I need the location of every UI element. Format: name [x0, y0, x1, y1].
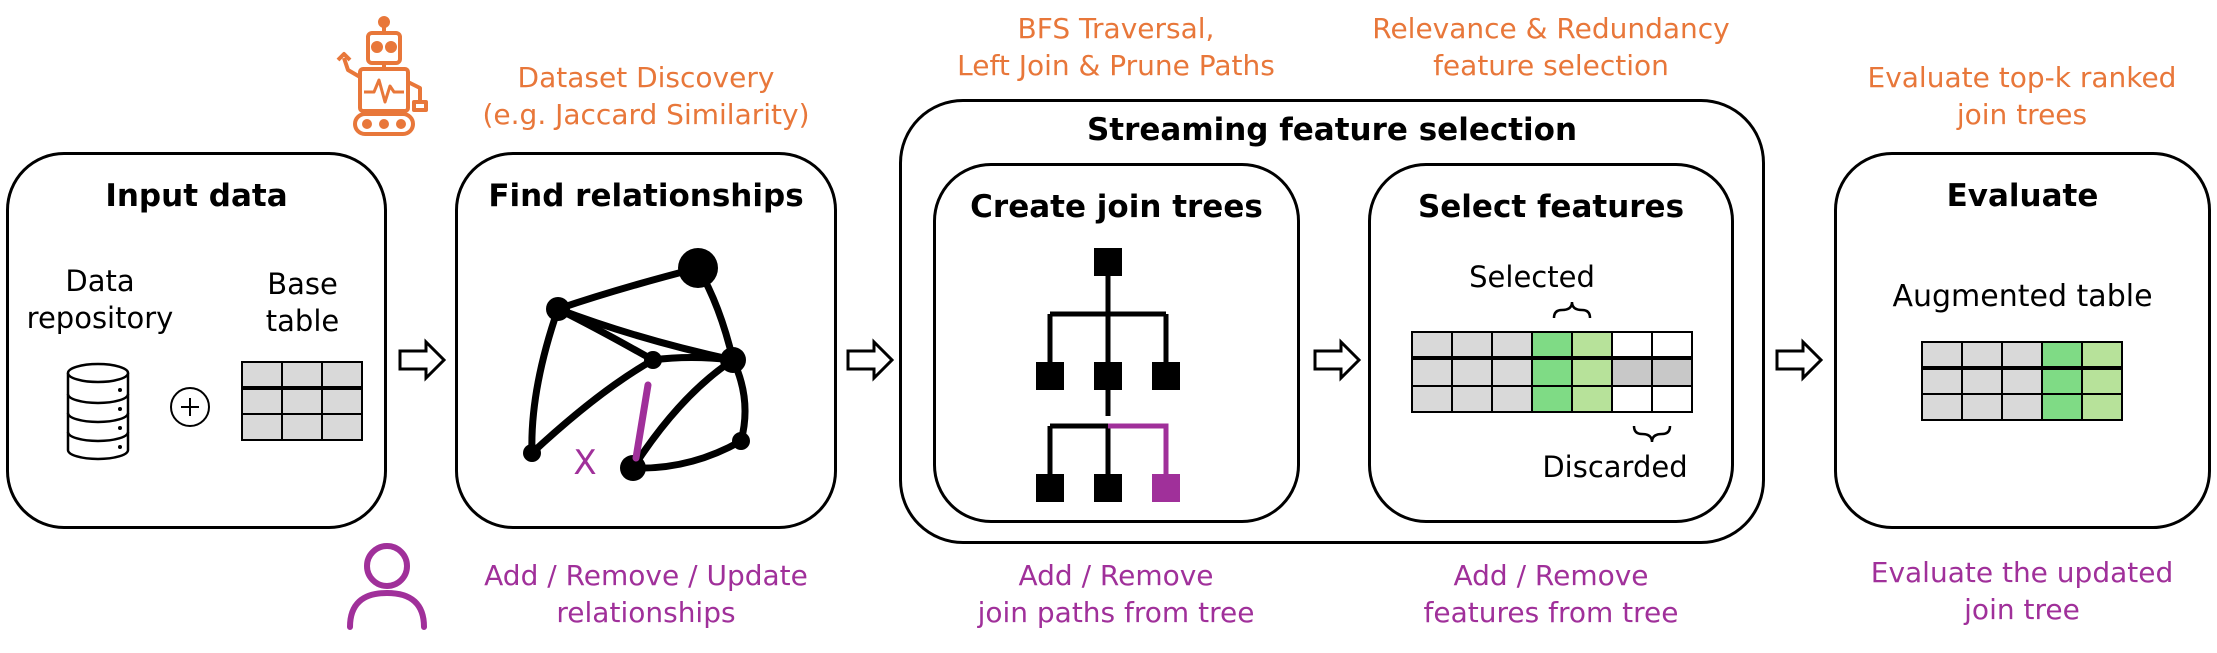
- tree-node: [1036, 474, 1064, 502]
- dataset-discovery-note: Dataset Discovery (e.g. Jaccard Similari…: [446, 59, 846, 133]
- tree-node: [1152, 362, 1180, 390]
- bfs-traversal-note: BFS Traversal, Left Join & Prune Paths: [916, 10, 1316, 84]
- feature-table: [1411, 331, 1693, 413]
- add-remove-features-note-line1: Add / Remove: [1453, 559, 1649, 592]
- base-table-label-line2: table: [265, 304, 340, 338]
- dataset-discovery-note-line1: Dataset Discovery: [517, 61, 775, 94]
- discarded-label: Discarded: [1542, 450, 1688, 484]
- graph-node: [720, 347, 746, 373]
- relevance-redundancy-note-line1: Relevance & Redundancy: [1372, 12, 1730, 45]
- augmented-table-label: Augmented table: [1892, 279, 2153, 314]
- input-data-box: [6, 152, 387, 529]
- evaluate-topk-note: Evaluate top-k ranked join trees: [1822, 59, 2217, 133]
- add-remove-join-paths-note-line1: Add / Remove: [1018, 559, 1214, 592]
- base-table-label: Base table: [230, 266, 375, 340]
- graph-node: [523, 444, 541, 462]
- evaluate-title: Evaluate: [1946, 178, 2099, 214]
- graph-node: [546, 297, 570, 321]
- tree-node-added: [1152, 474, 1180, 502]
- evaluate-updated-note-line2: join tree: [1964, 593, 2080, 626]
- arrow-icon: [398, 338, 447, 382]
- updated-relationship-edge: [632, 381, 652, 462]
- evaluate-topk-note-line2: join trees: [1956, 98, 2088, 131]
- bfs-traversal-note-line2: Left Join & Prune Paths: [957, 49, 1275, 82]
- add-remove-update-note: Add / Remove / Update relationships: [446, 557, 846, 631]
- tree-node: [1094, 248, 1122, 276]
- person-icon: [347, 543, 427, 630]
- add-remove-features-note-line2: features from tree: [1423, 596, 1679, 629]
- discarded-brace-icon: [1632, 425, 1672, 443]
- tree-node: [1094, 474, 1122, 502]
- add-remove-join-paths-note: Add / Remove join paths from tree: [916, 557, 1316, 631]
- database-icon: [66, 362, 130, 461]
- augmented-table: [1921, 341, 2123, 421]
- input-data-title: Input data: [105, 178, 288, 214]
- circle-plus-icon: [170, 387, 210, 427]
- evaluate-topk-note-line1: Evaluate top-k ranked: [1867, 61, 2177, 94]
- tree-node: [1094, 362, 1122, 390]
- add-remove-join-paths-note-line2: join paths from tree: [977, 596, 1255, 629]
- tree-node: [1036, 362, 1064, 390]
- graph-node: [620, 455, 646, 481]
- relationship-graph-nodes: [523, 248, 750, 481]
- add-remove-update-note-line1: Add / Remove / Update: [484, 559, 808, 592]
- evaluate-updated-note: Evaluate the updated join tree: [1822, 554, 2217, 628]
- pruned-edge-mark: X: [573, 443, 596, 483]
- select-features-title: Select features: [1417, 189, 1685, 225]
- bfs-traversal-note-line1: BFS Traversal,: [1017, 12, 1215, 45]
- find-relationships-title: Find relationships: [488, 178, 804, 214]
- arrow-icon: [1313, 338, 1362, 382]
- evaluate-box: [1834, 152, 2211, 529]
- data-repository-label-line1: Data: [65, 264, 135, 298]
- graph-node: [644, 351, 662, 369]
- arrow-icon: [846, 338, 895, 382]
- graph-node: [732, 432, 750, 450]
- data-repository-label-line2: repository: [26, 301, 174, 335]
- dataset-discovery-note-line2: (e.g. Jaccard Similarity): [482, 98, 810, 131]
- data-repository-label: Data repository: [10, 263, 190, 337]
- graph-node: [678, 248, 718, 288]
- relevance-redundancy-note-line2: feature selection: [1433, 49, 1669, 82]
- selected-label: Selected: [1469, 260, 1595, 294]
- add-remove-features-note: Add / Remove features from tree: [1351, 557, 1751, 631]
- create-join-trees-title: Create join trees: [970, 189, 1263, 225]
- join-tree: [1036, 248, 1180, 502]
- relevance-redundancy-note: Relevance & Redundancy feature selection: [1351, 10, 1751, 84]
- add-remove-update-note-line2: relationships: [556, 596, 736, 629]
- evaluate-updated-note-line1: Evaluate the updated: [1870, 556, 2174, 589]
- arrow-icon: [1775, 338, 1824, 382]
- selected-brace-icon: [1552, 301, 1592, 319]
- base-table: [241, 361, 363, 441]
- streaming-title: Streaming feature selection: [1086, 112, 1578, 148]
- base-table-label-line1: Base: [267, 267, 338, 301]
- create-join-trees-box: [933, 163, 1300, 523]
- robot-icon: [336, 16, 428, 136]
